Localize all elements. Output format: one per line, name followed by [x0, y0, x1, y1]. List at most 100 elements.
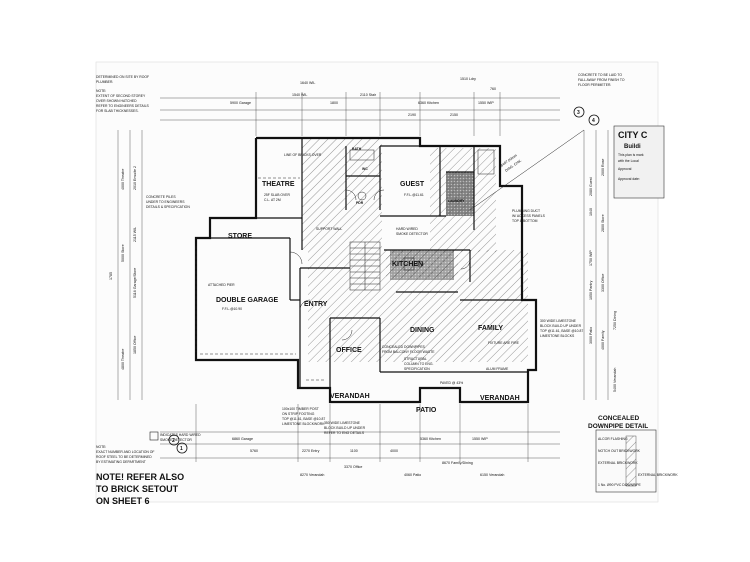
svg-text:300 WIDE LIMESTONE: 300 WIDE LIMESTONE: [540, 319, 577, 323]
svg-text:Buildi: Buildi: [624, 144, 641, 150]
room-double-garage: DOUBLE GARAGE: [216, 297, 279, 304]
section-marker: 2: [172, 438, 175, 444]
section-marker: 4: [592, 118, 595, 124]
bottom-dim: 1100: [350, 449, 358, 453]
right-dim: 1750 WIP: [589, 250, 593, 266]
smoke-detector-legend-symbol: [149, 431, 159, 441]
svg-text:CONCRETE TO BE LAID TO: CONCRETE TO BE LAID TO: [578, 73, 622, 77]
svg-text:STRUCTURAL: STRUCTURAL: [404, 357, 427, 361]
svg-text:SPECIFICATION: SPECIFICATION: [404, 367, 430, 371]
room-theatre: THEATRE: [262, 181, 295, 188]
svg-text:LINE OF BRICKS OVER: LINE OF BRICKS OVER: [284, 153, 322, 157]
svg-text:CONCRETE PILES: CONCRETE PILES: [146, 195, 176, 199]
bottom-dim: 5760: [250, 449, 258, 453]
svg-text:SMOKE DETECTOR: SMOKE DETECTOR: [396, 232, 428, 236]
svg-text:ON SHEET 6: ON SHEET 6: [96, 496, 150, 506]
bottom-dim: 3370 Office: [344, 465, 362, 469]
bottom-dim: 4000: [390, 449, 398, 453]
svg-text:FALL AWAY FROM FINISH TO: FALL AWAY FROM FINISH TO: [578, 78, 625, 82]
room-verandah-right: VERANDAH: [480, 395, 520, 402]
svg-text:NOTCH OUT BRICKWORK: NOTCH OUT BRICKWORK: [598, 449, 641, 453]
svg-text:BY ESTIMATING DEPARTMENT: BY ESTIMATING DEPARTMENT: [96, 460, 146, 464]
room-patio: PATIO: [416, 407, 437, 414]
note-brick-setout: NOTE! REFER ALSO TO BRICK SETOUT ON SHEE…: [96, 472, 184, 506]
room-verandah-left: VERANDAH: [330, 393, 370, 400]
left-dim: 2010 Ensuite 2: [133, 166, 137, 190]
top-dim: 1550 WIP: [478, 101, 494, 105]
right-dim: 1050 Pantry: [589, 280, 593, 300]
top-dim: 760: [490, 87, 496, 91]
bottom-dimensions: 6860 Garage 2270 Entry 3370 Office 4060 …: [232, 437, 504, 477]
svg-text:CONCEALED DOWNPIPES: CONCEALED DOWNPIPES: [382, 345, 426, 349]
top-dimensions: 5900 Garage 1540 WIL 1800 2110 Stair 636…: [230, 77, 496, 117]
left-dimensions: 4000 Theatre 2010 Ensuite 2 2115 WIL 500…: [109, 166, 137, 370]
internal-walls: [210, 138, 528, 388]
right-dim: 2800 Store: [601, 214, 605, 232]
left-dim: 2115 WIL: [133, 227, 137, 242]
svg-text:ALUM FRAME: ALUM FRAME: [486, 367, 509, 371]
section-marker: 3: [577, 110, 580, 116]
right-dim: 2080 Guest: [589, 177, 593, 196]
svg-text:F.F.L.@11.61: F.F.L.@11.61: [404, 193, 424, 197]
room-store: STORE: [228, 233, 252, 240]
door-swings: [289, 189, 471, 341]
svg-text:SMOKE DETECTOR: SMOKE DETECTOR: [160, 438, 192, 442]
room-guest: GUEST: [400, 181, 425, 188]
note-second-storey: DETERMINED ON SITE BY ROOF PLUMBER. NOTE…: [96, 75, 149, 113]
top-dim: 2110 Stair: [360, 93, 377, 97]
downpipe-detail-title: CONCEALED DOWNPIPE DETAIL: [588, 415, 648, 430]
svg-text:NOTE! REFER ALSO: NOTE! REFER ALSO: [96, 472, 184, 482]
svg-text:COLUMN TO ENG.: COLUMN TO ENG.: [404, 362, 434, 366]
right-dim: 7250 Dining: [613, 311, 617, 330]
room-kitchen: KITCHEN: [392, 261, 423, 268]
svg-text:ON STRIP FOOTING: ON STRIP FOOTING: [282, 412, 315, 416]
right-dim: 3000 Patio: [589, 327, 593, 344]
svg-text:NOTE:: NOTE:: [96, 445, 106, 449]
note-timber-post: 100x100 TIMBER POST ON STRIP FOOTING TOP…: [282, 407, 325, 426]
note-limestone-right: 300 WIDE LIMESTONE BLOCK BUILD UP UNDER …: [540, 319, 583, 338]
right-dim: 3300 Office: [601, 274, 605, 292]
svg-text:EXTERNAL BRICKWORK: EXTERNAL BRICKWORK: [598, 461, 638, 465]
external-walls: [194, 136, 538, 404]
svg-text:FROM BALCONY FLOOR WASTE: FROM BALCONY FLOOR WASTE: [382, 350, 435, 354]
svg-text:NOTE:: NOTE:: [96, 89, 106, 93]
svg-text:FIXTURE ARE FIRE: FIXTURE ARE FIRE: [488, 341, 520, 345]
room-pdr: PDR: [356, 201, 364, 205]
left-dim: 5116 Garage/Store: [133, 268, 137, 298]
svg-text:CONCEALED: CONCEALED: [598, 415, 639, 422]
bottom-dim: 8670 Family/Dining: [442, 461, 473, 465]
top-dim: 1540 WIL: [292, 93, 307, 97]
top-dim: 5900 Garage: [230, 101, 251, 105]
top-dim: 1640 WIL: [300, 81, 315, 85]
council-stamp-text: CITY C Buildi This plan is mark with the…: [618, 130, 648, 181]
svg-text:OVER SHOWN HATCHED: OVER SHOWN HATCHED: [96, 99, 137, 103]
svg-text:BLOCK BUILD UP UNDER: BLOCK BUILD UP UNDER: [324, 426, 366, 430]
top-dim: 1510 Ldry: [460, 77, 476, 81]
svg-text:LIMESTONE BLOCKS: LIMESTONE BLOCKS: [540, 334, 575, 338]
svg-text:TOP @11.61, BASE @10.87: TOP @11.61, BASE @10.87: [282, 417, 325, 421]
svg-text:with the Local: with the Local: [618, 159, 639, 163]
room-entry: ENTRY: [304, 301, 328, 308]
svg-text:INDICATES HARD WIRED: INDICATES HARD WIRED: [160, 433, 201, 437]
svg-text:REFER TO ENG DETAILS: REFER TO ENG DETAILS: [324, 431, 365, 435]
svg-text:FOR SLAB THICKNESSES.: FOR SLAB THICKNESSES.: [96, 109, 139, 113]
left-dim: 4000 Theatre: [121, 169, 125, 190]
svg-text:EXACT NUMBER AND LOCATION OF: EXACT NUMBER AND LOCATION OF: [96, 450, 154, 454]
left-dim: 1785: [109, 272, 113, 280]
svg-text:HARD WIRED: HARD WIRED: [396, 227, 418, 231]
room-office: OFFICE: [336, 347, 362, 354]
svg-text:REFER TO ENGINEERS DETAILS: REFER TO ENGINEERS DETAILS: [96, 104, 149, 108]
room-wc: WC: [362, 167, 368, 171]
right-dimensions: 2080 Guest 2000 Rose 1040 2800 Store 175…: [589, 159, 617, 392]
kitchen-bench: [390, 250, 454, 280]
misc-notes: CONCRETE PILES UNDER TO ENGINEERS DETAIL…: [146, 153, 546, 371]
svg-text:DETERMINED ON SITE BY ROOF: DETERMINED ON SITE BY ROOF: [96, 75, 149, 79]
room-bath: BATH: [352, 147, 362, 151]
svg-text:CITY C: CITY C: [618, 130, 648, 140]
svg-text:SUPPORT WALL: SUPPORT WALL: [316, 227, 342, 231]
svg-text:TO BRICK SETOUT: TO BRICK SETOUT: [96, 484, 179, 494]
note-limestone-bottom: 350 WIDE LIMESTONE BLOCK BUILD UP UNDER …: [324, 421, 366, 435]
svg-text:F.F.L.@10.90: F.F.L.@10.90: [222, 307, 242, 311]
top-dim: 6360 Kitchen: [418, 101, 439, 105]
room-dining: DINING: [410, 327, 435, 334]
